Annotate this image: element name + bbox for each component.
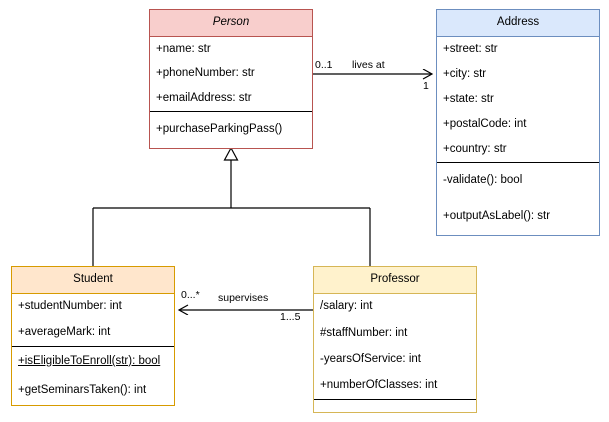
methods-compartment-address: -validate(): bool +outputAsLabel(): str	[437, 162, 599, 235]
attributes-compartment-person: +name: str +phoneNumber: str +emailAddre…	[150, 37, 312, 111]
generalization-to-person	[92, 146, 371, 266]
methods-compartment-professor	[314, 399, 476, 412]
attribute-row: +numberOfClasses: int	[320, 379, 438, 392]
attributes-compartment-student: +studentNumber: int +averageMark: int	[12, 294, 174, 346]
attribute-row: +street: str	[443, 42, 498, 55]
association-label-supervises: supervises	[218, 292, 269, 304]
class-name-student: Student	[12, 267, 174, 294]
methods-compartment-person: +purchaseParkingPass()	[150, 111, 312, 148]
method-row: +outputAsLabel(): str	[443, 210, 551, 223]
class-name-person: Person	[150, 10, 312, 37]
attribute-row: +phoneNumber: str	[156, 67, 255, 80]
attributes-compartment-address: +street: str +city: str +state: str +pos…	[437, 37, 599, 162]
class-name-professor: Professor	[314, 267, 476, 294]
methods-compartment-student: +isEligibleToEnroll(str): bool +getSemin…	[12, 346, 174, 405]
attribute-row: +studentNumber: int	[18, 300, 122, 313]
multiplicity-person-lives-at: 0..1	[315, 59, 333, 71]
attribute-row: -yearsOfService: int	[320, 352, 421, 365]
class-box-student[interactable]: Student +studentNumber: int +averageMark…	[11, 266, 175, 406]
attribute-row: +name: str	[156, 42, 211, 55]
attribute-row: +emailAddress: str	[156, 91, 252, 104]
class-name-address: Address	[437, 10, 599, 37]
method-row: +purchaseParkingPass()	[156, 123, 283, 136]
class-box-address[interactable]: Address +street: str +city: str +state: …	[436, 9, 600, 236]
multiplicity-student-supervises: 0...*	[181, 289, 200, 301]
attribute-row: +averageMark: int	[18, 326, 111, 339]
attribute-row: /salary: int	[320, 300, 373, 313]
method-row: +getSeminarsTaken(): int	[18, 383, 147, 396]
attribute-row: #staffNumber: int	[320, 326, 408, 339]
class-box-professor[interactable]: Professor /salary: int #staffNumber: int…	[313, 266, 477, 413]
association-label-lives-at: lives at	[352, 59, 385, 71]
attribute-row: +country: str	[443, 142, 507, 155]
attribute-row: +postalCode: int	[443, 117, 527, 130]
class-box-person[interactable]: Person +name: str +phoneNumber: str +ema…	[149, 9, 313, 149]
method-row-static: +isEligibleToEnroll(str): bool	[18, 354, 161, 367]
attribute-row: +city: str	[443, 67, 487, 80]
attributes-compartment-professor: /salary: int #staffNumber: int -yearsOfS…	[314, 294, 476, 399]
method-row: -validate(): bool	[443, 174, 523, 187]
attribute-row: +state: str	[443, 92, 494, 105]
multiplicity-professor-supervises: 1...5	[280, 311, 301, 323]
multiplicity-address-lives-at: 1	[423, 80, 429, 92]
